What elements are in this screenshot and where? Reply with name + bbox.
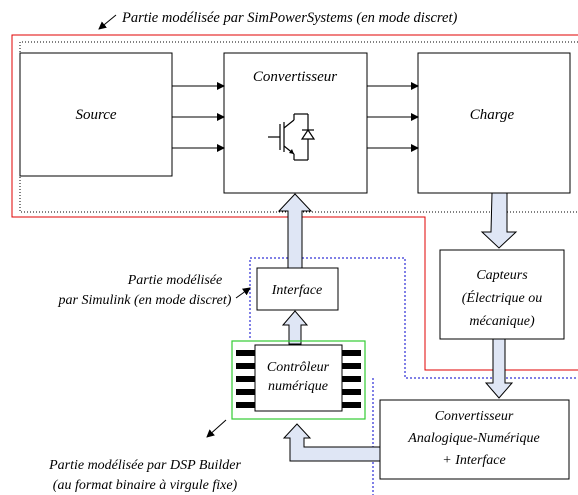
igbt-emitter-arrow-icon	[289, 149, 294, 154]
source-to-converter-arrows	[172, 82, 225, 152]
chip-pins-icon	[236, 350, 361, 408]
controller-label-line1: Contrôleur	[267, 360, 330, 375]
sensors-label-line3: mécanique)	[469, 314, 535, 329]
adc-block	[379, 399, 570, 480]
controller-label-line2: numérique	[268, 379, 328, 394]
load-to-sensors-arrow	[480, 192, 518, 249]
adc-label-line2: Analogique-Numérique	[407, 431, 539, 446]
interface-label: Interface	[271, 283, 323, 298]
interface-block	[256, 267, 339, 311]
simulink-annotation-line2: par Simulink (en mode discret)	[58, 293, 232, 308]
adc-label-line3: + Interface	[442, 453, 505, 468]
sensors-block	[439, 249, 565, 340]
simpowersystems-title: Partie modélisée par SimPowerSystems (en…	[121, 10, 457, 26]
adc-to-controller-arrow	[282, 423, 381, 462]
interface-to-converter-arrow	[277, 193, 313, 269]
adc-label-line1: Convertisseur	[435, 409, 514, 424]
dsp-pointer-arrow	[206, 419, 227, 438]
dsp-builder-region-border	[231, 340, 366, 420]
converter-label: Convertisseur	[253, 69, 337, 85]
load-label: Charge	[470, 107, 515, 123]
title-pointer-arrow	[98, 14, 117, 30]
sensors-label-line2: (Électrique ou	[462, 289, 542, 306]
simulink-pointer-arrow	[235, 287, 251, 299]
simpowersystems-region-border	[11, 34, 578, 371]
controller-block	[254, 344, 343, 412]
source-label: Source	[75, 107, 116, 123]
source-block	[19, 52, 173, 177]
load-block	[417, 52, 571, 194]
converter-block	[223, 52, 368, 194]
controller-to-interface-arrow	[281, 310, 309, 345]
sensors-label-line1: Capteurs	[476, 268, 528, 283]
dsp-annotation-line1: Partie modélisée par DSP Builder	[48, 458, 241, 473]
dsp-annotation-line2: (au format binaire à virgule fixe)	[53, 478, 238, 493]
sensors-to-adc-arrow	[484, 338, 514, 399]
igbt-diode-icon	[268, 113, 316, 161]
converter-to-load-arrows	[367, 82, 419, 152]
simulink-region-border	[249, 257, 578, 379]
simulink-annotation-line1: Partie modélisée	[127, 273, 222, 288]
